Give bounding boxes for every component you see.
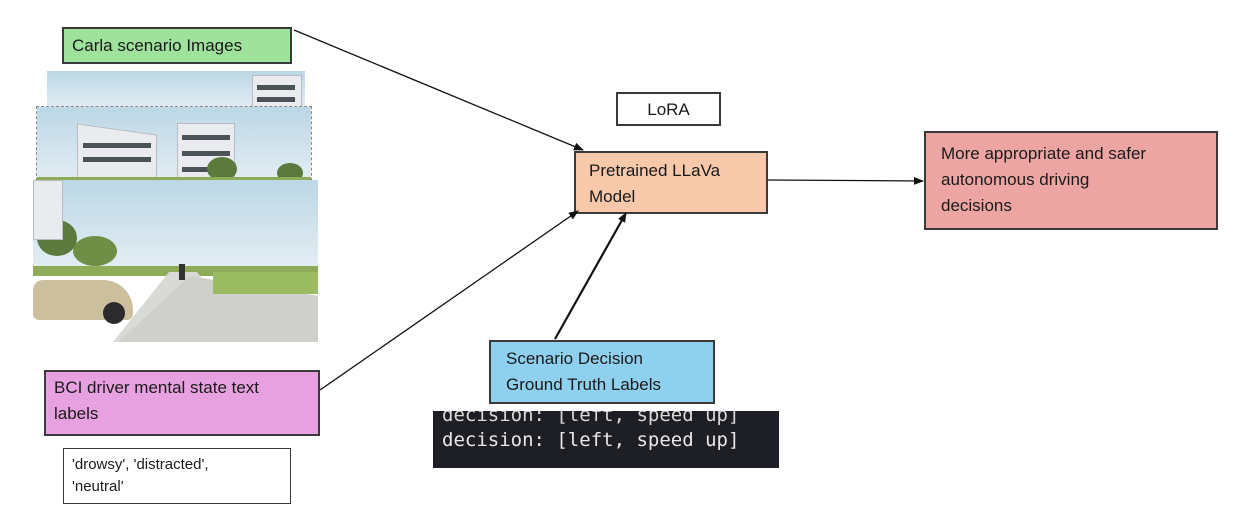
output-decisions-box: More appropriate and safer autonomous dr… [924,131,1218,230]
lora-label: LoRA [647,100,690,119]
mental-states-line2: 'neutral' [72,478,124,495]
llava-model-box: Pretrained LLaVa Model [574,151,768,214]
ground-truth-line1: Scenario Decision [506,349,644,368]
llava-line1: Pretrained LLaVa [589,161,721,180]
output-line3: decisions [941,196,1012,215]
decision-code-text: decision: [left, speed up] [442,429,740,451]
carla-images-label: Carla scenario Images [72,36,243,55]
decision-code-ghost-text: decision: [left, speed up] [442,411,740,426]
arrow-llava-to-output [767,176,924,185]
mental-states-box: 'drowsy', 'distracted', 'neutral' [63,448,291,504]
bci-label-line1: BCI driver mental state text [54,378,260,397]
arrow-groundtruth-to-llava [554,212,627,340]
carla-image-front [33,180,318,342]
ground-truth-line2: Ground Truth Labels [506,375,661,394]
carla-image-back [47,71,305,111]
output-line1: More appropriate and safer [941,144,1147,163]
carla-images-box: Carla scenario Images [62,27,292,64]
llava-line2: Model [589,187,636,206]
output-line2: autonomous driving [941,170,1090,189]
mental-states-line1: 'drowsy', 'distracted', [72,456,209,473]
arrow-carla-to-llava [293,29,584,151]
ground-truth-box: Scenario Decision Ground Truth Labels [489,340,715,404]
decision-code-snippet: decision: [left, speed up] decision: [le… [433,411,779,468]
lora-box: LoRA [616,92,721,126]
arrow-bci-to-llava [319,210,579,391]
bci-label-line2: labels [54,404,99,423]
bci-labels-box: BCI driver mental state text labels [44,370,320,436]
